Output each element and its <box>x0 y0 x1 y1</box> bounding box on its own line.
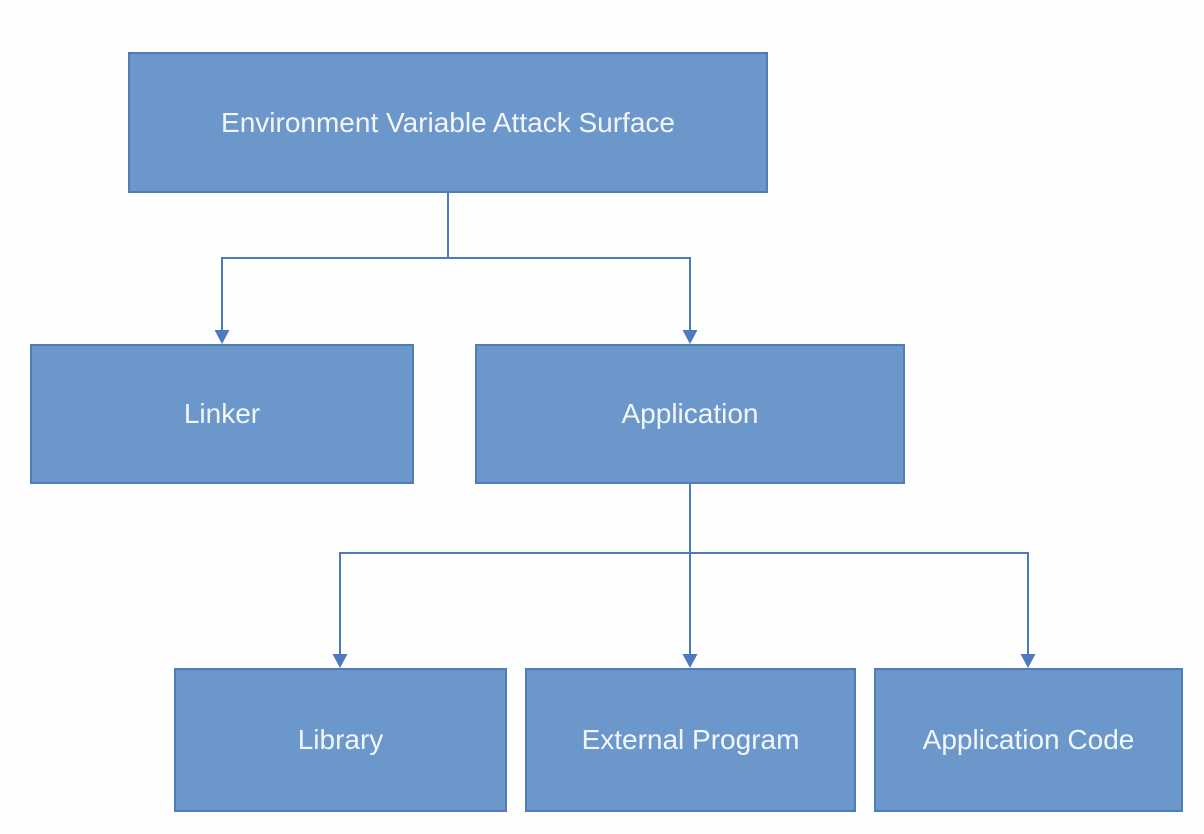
node-label: Application <box>621 398 759 430</box>
edge-application-application-code <box>689 484 1036 668</box>
node-label: Application Code <box>922 724 1135 756</box>
node-environment-variable-attack-surface: Environment Variable Attack Surface <box>128 52 768 193</box>
edge-root-application <box>447 193 698 344</box>
node-label: Linker <box>183 398 261 430</box>
arrow-down-icon <box>1020 654 1036 668</box>
edge-root-linker <box>214 193 449 344</box>
node-label: External Program <box>581 724 800 756</box>
arrow-down-icon <box>682 330 698 344</box>
arrow-down-icon <box>332 654 348 668</box>
arrow-down-icon <box>682 654 698 668</box>
arrow-down-icon <box>214 330 230 344</box>
edge-application-library <box>332 484 691 668</box>
node-label: Environment Variable Attack Surface <box>221 106 675 138</box>
node-label: Library <box>297 724 384 756</box>
node-application-code: Application Code <box>874 668 1183 812</box>
node-application: Application <box>475 344 905 484</box>
node-linker: Linker <box>30 344 414 484</box>
node-external-program: External Program <box>525 668 856 812</box>
node-library: Library <box>174 668 507 812</box>
